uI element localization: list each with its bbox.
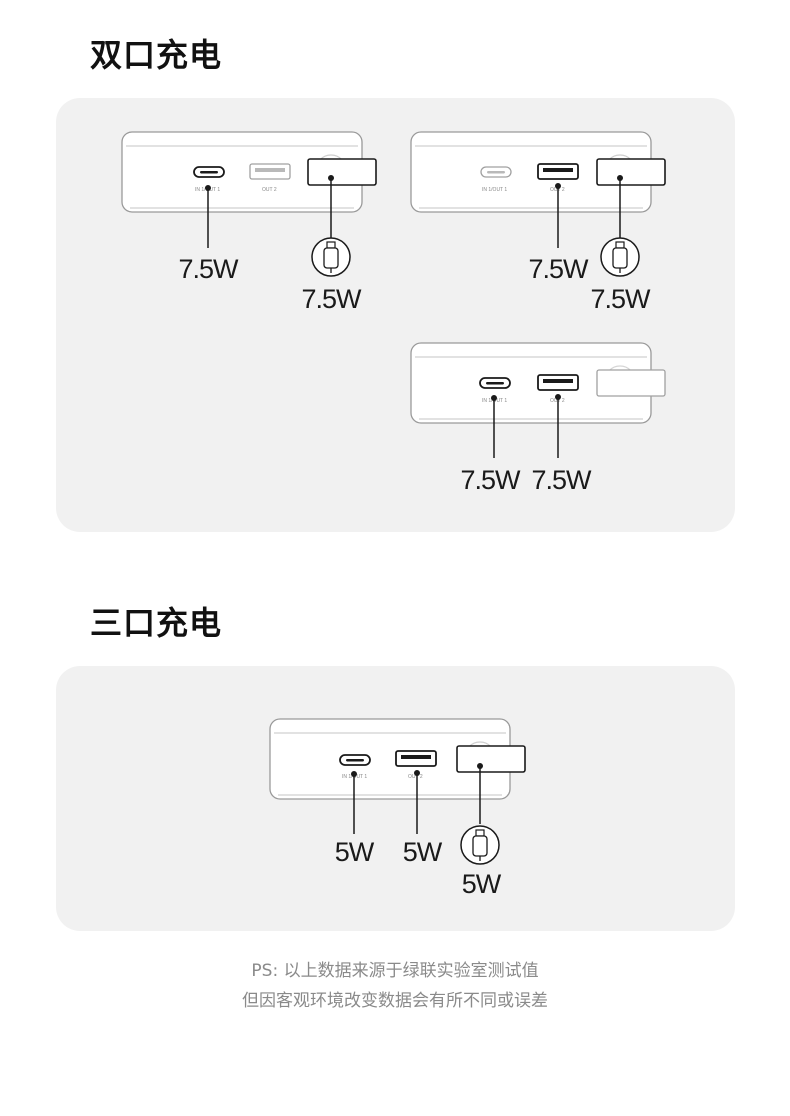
config-4: IN 1/OUT 1 OUT 2 bbox=[269, 718, 526, 899]
power-bank-body bbox=[269, 718, 511, 800]
leader-lines bbox=[205, 175, 334, 248]
usb-a-port-icon bbox=[537, 163, 579, 180]
triple-port-panel: IN 1/OUT 1 OUT 2 bbox=[56, 666, 735, 931]
cable-icon bbox=[600, 237, 640, 277]
port2-label: OUT 2 bbox=[262, 187, 277, 193]
section-title-triple-port: 三口充电 bbox=[90, 604, 223, 642]
wattage-label: 5W bbox=[403, 837, 443, 867]
triple-port-diagram: IN 1/OUT 1 OUT 2 bbox=[269, 718, 526, 899]
port2-label: OUT 2 bbox=[408, 774, 423, 780]
wattage-label: 7.5W bbox=[460, 465, 521, 495]
section-title-dual-port: 双口充电 bbox=[90, 36, 223, 74]
power-bank-body bbox=[410, 342, 652, 424]
wattage-label: 7.5W bbox=[590, 284, 651, 314]
wireless-charger-icon bbox=[596, 154, 666, 186]
usb-c-port-icon bbox=[193, 166, 225, 178]
leader-lines bbox=[555, 175, 623, 248]
usb-a-port-icon bbox=[249, 163, 291, 180]
wattage-label: 7.5W bbox=[531, 465, 592, 495]
wireless-charger-icon bbox=[456, 741, 526, 773]
wireless-charger-icon bbox=[596, 365, 666, 397]
usb-a-port-icon bbox=[537, 374, 579, 391]
dual-port-panel: IN 1/OUT 1 OUT 2 7.5W bbox=[56, 98, 735, 532]
usb-c-port-icon bbox=[480, 166, 512, 178]
config-1: IN 1/OUT 1 OUT 2 7.5W bbox=[121, 131, 377, 314]
footnote-line-2: 但因客观环境改变数据会有所不同或误差 bbox=[242, 991, 548, 1011]
usb-c-port-icon bbox=[479, 377, 511, 389]
cable-icon bbox=[460, 825, 500, 865]
dual-port-diagram: IN 1/OUT 1 OUT 2 7.5W bbox=[121, 131, 666, 495]
wattage-label: 7.5W bbox=[178, 254, 239, 284]
leader-lines bbox=[491, 394, 561, 458]
wattage-label: 7.5W bbox=[301, 284, 362, 314]
footnote: PS: 以上数据来源于绿联实验室测试值 但因客观环境改变数据会有所不同或误差 bbox=[0, 956, 790, 1016]
config-3: IN 1/OUT 1 OUT 2 7.5W 7.5W bbox=[410, 342, 666, 495]
wattage-label: 5W bbox=[462, 869, 502, 899]
footnote-line-1: PS: 以上数据来源于绿联实验室测试值 bbox=[251, 961, 539, 981]
wattage-label: 7.5W bbox=[528, 254, 589, 284]
config-2: IN 1/OUT 1 OUT 2 7.5W bbox=[410, 131, 666, 314]
usb-a-port-icon bbox=[395, 750, 437, 767]
port1-label: IN 1/OUT 1 bbox=[482, 187, 507, 193]
usb-c-port-icon bbox=[339, 754, 371, 766]
wattage-label: 5W bbox=[335, 837, 375, 867]
leader-lines bbox=[351, 763, 483, 834]
cable-icon bbox=[311, 237, 351, 277]
wireless-charger-icon bbox=[307, 154, 377, 186]
